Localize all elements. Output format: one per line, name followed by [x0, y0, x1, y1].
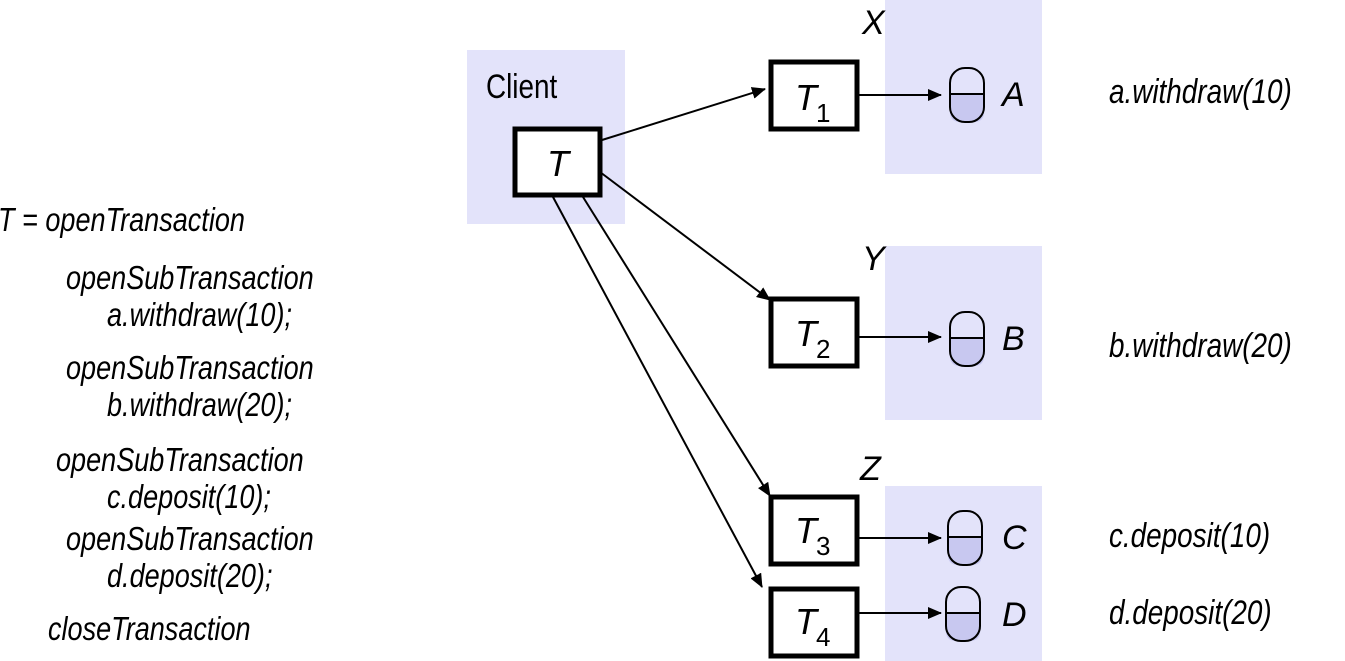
code-line-sub2: openSubTransaction: [66, 349, 314, 386]
object-c-label: C: [1002, 519, 1027, 557]
subtransaction-t3-box: [768, 494, 860, 567]
subtransaction-t4-label: T4: [795, 601, 830, 652]
server-y-name: Y: [862, 240, 887, 278]
code-line-op3: c.deposit(10);: [107, 478, 271, 515]
subtransaction-t2-label: T2: [795, 313, 830, 364]
object-d-label: D: [1002, 596, 1027, 634]
code-line-op4: d.deposit(20);: [107, 557, 273, 594]
object-b-label: B: [1002, 320, 1025, 358]
object-a-label: A: [1000, 76, 1025, 114]
top-transaction-label: T: [547, 143, 572, 184]
server-y-region: [885, 246, 1042, 420]
subtransaction-t3-label: T3: [795, 510, 830, 561]
code-line-sub1: openSubTransaction: [66, 259, 314, 296]
server-x-name: X: [861, 4, 886, 42]
object-a-store-icon: [949, 67, 985, 123]
object-b-store-icon: [949, 311, 985, 367]
operation-b-label: b.withdraw(20): [1109, 326, 1292, 364]
code-line-sub4: openSubTransaction: [66, 520, 314, 557]
operation-c-label: c.deposit(10): [1109, 516, 1270, 554]
arrow-t-to-t2: [599, 171, 771, 301]
arrow-t-to-t1: [601, 87, 766, 141]
code-line-close: closeTransaction: [48, 610, 251, 647]
code-line-op1: a.withdraw(10);: [107, 296, 292, 333]
code-line-sub3: openSubTransaction: [56, 441, 304, 478]
subtransaction-t1-label: T1: [795, 77, 830, 128]
arrow-t-to-t4: [552, 196, 763, 588]
code-line-open: T = openTransaction: [0, 201, 245, 238]
subtransaction-t1-box: [768, 59, 860, 132]
code-line-op2: b.withdraw(20);: [107, 386, 292, 423]
subtransaction-t2-box: [768, 296, 860, 369]
object-c-store-icon: [947, 510, 983, 566]
subtransaction-t4-box: [768, 586, 860, 659]
arrow-t-to-t3: [582, 196, 771, 497]
server-x-region: [885, 0, 1042, 174]
top-transaction-box: [512, 126, 603, 198]
operation-d-label: d.deposit(20): [1109, 593, 1272, 631]
client-label: Client: [486, 67, 558, 105]
server-z-name: Z: [859, 450, 882, 488]
operation-a-label: a.withdraw(10): [1109, 72, 1292, 110]
object-d-store-icon: [945, 586, 981, 642]
